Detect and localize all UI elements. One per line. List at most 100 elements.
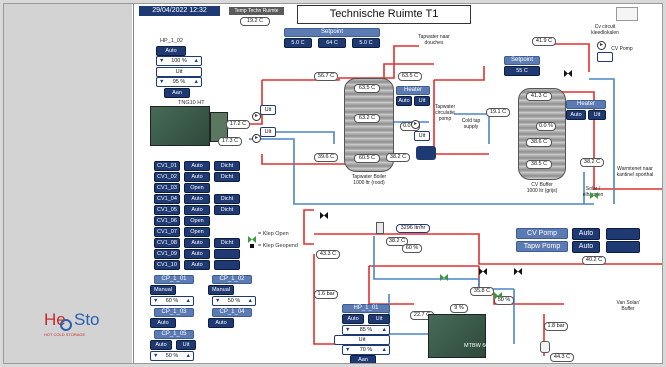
cv-row-state[interactable]: Dicht [214,238,240,248]
hp01-aan-button[interactable]: Aan [350,355,376,363]
cv-row-name[interactable]: CV1_10 [154,260,180,270]
cv-row-mode[interactable]: Open [184,227,210,237]
cv-row-name[interactable]: CV1_09 [154,249,180,259]
cv-row-name[interactable]: CV1_02 [154,172,180,182]
tapwater-heater-mode[interactable]: Auto [396,96,412,106]
cv-row-state-empty[interactable] [214,249,240,259]
decrease-arrow-icon[interactable]: ▼ [153,353,159,359]
temp-reading: 40.2 C [582,256,606,265]
cv-row-mode[interactable]: Auto [184,238,210,248]
valve-geopend-icon[interactable] [479,262,487,275]
legend-open-label: = Klep Open [258,231,289,237]
valve-open-icon[interactable] [590,186,598,199]
tapwater-circulation-pump-icon[interactable]: ▸ [411,120,420,129]
pipe-cold-6 [589,78,615,204]
cv-row-mode[interactable]: Auto [184,194,210,204]
increase-arrow-icon[interactable]: ▲ [185,353,191,359]
cv-row-mode[interactable]: Auto [184,249,210,259]
cp05-state-button[interactable]: Uit [176,340,196,350]
pump-uit-button[interactable]: Uit [260,127,276,137]
cv-row-mode[interactable]: Auto [184,260,210,270]
cp01-mode-button[interactable]: Manual [150,285,176,295]
cv-pomp-uit-button[interactable] [597,52,613,62]
cp03-mode-button[interactable]: Auto [150,318,176,328]
increase-arrow-icon[interactable]: ▲ [193,58,199,64]
cv-row-state-empty[interactable] [214,260,240,270]
cp04-mode-button[interactable]: Auto [208,318,234,328]
hp01-mode-button[interactable]: Auto [342,314,364,324]
increase-arrow-icon[interactable]: ▲ [381,327,387,333]
increase-arrow-icon[interactable]: ▲ [185,298,191,304]
cv-row-name[interactable]: CV1_01 [154,161,180,171]
cv-pomp-mode-button[interactable]: Auto [572,228,600,240]
hp02-aan-button[interactable]: Aan [164,88,190,98]
tapw-pomp-extra-button[interactable] [606,241,640,253]
hp01-uit-button[interactable]: Uit [334,335,390,345]
cv-heater-state[interactable]: Uit [588,110,606,120]
valve-open-icon[interactable] [494,286,502,299]
cv-pomp-extra-button[interactable] [606,228,640,240]
tapwater-heater-state[interactable]: Uit [414,96,430,106]
valve-geopend-icon[interactable] [564,64,572,77]
cv-row-mode[interactable]: Auto [184,172,210,182]
cv-row-state[interactable]: Dicht [214,172,240,182]
decrease-arrow-icon[interactable]: ▼ [153,298,159,304]
pump-icon[interactable]: ▸ [252,134,261,143]
hp02-mode-button[interactable]: Auto [156,46,186,56]
cp02-mode-button[interactable]: Manual [208,285,234,295]
temp-techn-label: Temp Techn Ruimte [229,7,284,15]
decrease-arrow-icon[interactable]: ▼ [215,298,221,304]
cv-row-name[interactable]: CV1_07 [154,227,180,237]
pipe-hot-7 [554,43,590,72]
cv-row-state[interactable]: Dicht [214,161,240,171]
cv-row-name[interactable]: CV1_08 [154,238,180,248]
cv-heater-label: Heater [566,100,606,109]
hp02-pct-stepper[interactable]: ▼ 100 % ▲ [156,56,202,66]
cv-row-name[interactable]: CV1_03 [154,183,180,193]
left-panel: He Sto HOT COLD STORAGE [4,4,132,363]
cv-row-name[interactable]: CV1_04 [154,194,180,204]
hp01-pct2-stepper[interactable]: ▼ 70 % ▲ [342,345,390,355]
cv-row-mode[interactable]: Open [184,216,210,226]
valve-open-icon[interactable] [440,268,448,281]
setpoint-top-3[interactable]: 5.0 C [352,38,380,48]
decrease-arrow-icon[interactable]: ▼ [345,347,351,353]
decrease-arrow-icon[interactable]: ▼ [159,79,165,85]
cp01-pct-stepper[interactable]: ▼ 60 % ▲ [150,296,194,306]
cv-row-mode[interactable]: Auto [184,161,210,171]
valve-open-icon[interactable] [320,206,328,219]
cv-row-name[interactable]: CV1_05 [154,205,180,215]
cv-row-mode[interactable]: Open [184,183,210,193]
decrease-arrow-icon[interactable]: ▼ [345,327,351,333]
increase-arrow-icon[interactable]: ▲ [193,79,199,85]
pump-uit-button[interactable]: Uit [260,105,276,115]
hp01-state-button[interactable]: Uit [368,314,390,324]
setpoint-top-2[interactable]: 64 C [318,38,346,48]
cv-pomp-label: CV Pomp [516,228,568,239]
hp02-pct2-stepper[interactable]: ▼ 95 % ▲ [156,77,202,87]
pump-uit-button[interactable]: Uit [414,131,430,141]
pressure-reading: 1.6 bar [314,290,338,299]
temp-reading: 17.3 C [218,137,242,146]
cv-heater-mode[interactable]: Auto [566,110,586,120]
cv-row-mode[interactable]: Auto [184,205,210,215]
cv-row-state[interactable]: Dicht [214,205,240,215]
decrease-arrow-icon[interactable]: ▼ [159,58,165,64]
cp02-pct-stepper[interactable]: ▼ 50 % ▲ [212,296,256,306]
cv-setpoint-button[interactable]: 55 C [504,66,540,76]
cv-pomp-icon[interactable]: ▸ [597,41,606,50]
hp02-uit-button[interactable]: Uit [156,67,202,77]
cv-row-name[interactable]: CV1_06 [154,216,180,226]
cv-row-state[interactable]: Dicht [214,194,240,204]
increase-arrow-icon[interactable]: ▲ [381,347,387,353]
cp05-pct-stepper[interactable]: ▼ 50 % ▲ [150,351,194,361]
van-solar-label: Van Solar/ Buffer [616,300,640,312]
increase-arrow-icon[interactable]: ▲ [247,298,253,304]
tapwater-douches-label: Tapwater naar douches [418,34,450,46]
valve-geopend-icon[interactable] [514,262,522,275]
cp05-mode-button[interactable]: Auto [150,340,172,350]
pump-icon[interactable]: ▸ [252,112,261,121]
tapw-pomp-mode-button[interactable]: Auto [572,241,600,253]
setpoint-top-1[interactable]: 5.0 C [284,38,312,48]
hp01-pct-stepper[interactable]: ▼ 85 % ▲ [342,325,390,335]
